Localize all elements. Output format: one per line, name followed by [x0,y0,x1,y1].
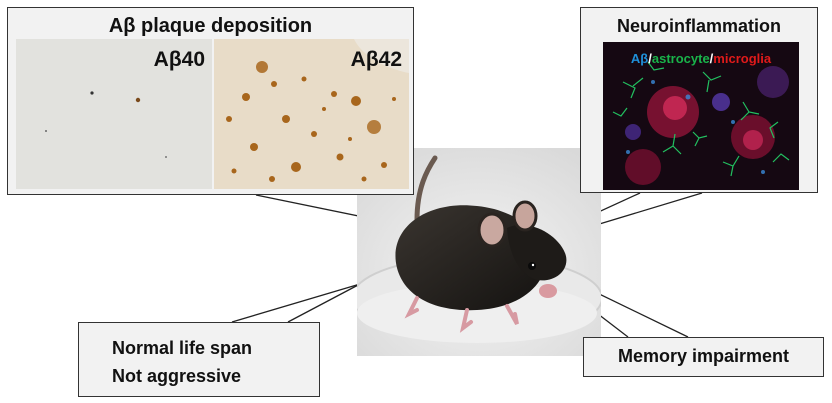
plaque-deposition-box: Aβ plaque deposition Aβ40 [7,7,414,195]
stain-separator: / [709,51,714,66]
stain-separator: / [648,51,652,66]
normal-life-span-text: Normal life span [112,338,253,358]
not-aggressive-text: Not aggressive [112,366,242,386]
ab42-histology-panel: Aβ42 [214,39,409,189]
phenotype-box: Normal life span Not aggressive [78,322,320,397]
neuro-box-title: Neuroinflammation [616,16,781,36]
memory-impairment-text: Memory impairment [617,346,790,366]
stain-ab-label: Aβ [630,51,649,66]
stain-astrocyte-label: astrocyte [651,51,710,66]
ab42-histology-image [214,39,409,189]
callout-line-lifespan-right [287,283,361,323]
memory-impairment-box: Memory impairment [583,337,824,377]
ab40-histology-panel: Aβ40 [16,39,212,189]
immunofluorescence-panel: Aβ/astrocyte/microglia [603,42,799,190]
neuroinflammation-box: Neuroinflammation [580,7,818,193]
plaque-box-title: Aβ plaque deposition [108,15,313,37]
ab42-label: Aβ42 [350,48,402,71]
mouse-photo [357,148,601,356]
ab40-histology-image [16,39,212,189]
callout-line-lifespan-left [231,283,361,323]
stain-legend: Aβ/astrocyte/microglia [603,51,799,66]
immunofluorescence-image [603,42,799,190]
ab40-label: Aβ40 [153,48,205,71]
stain-microglia-label: microglia [713,51,772,66]
